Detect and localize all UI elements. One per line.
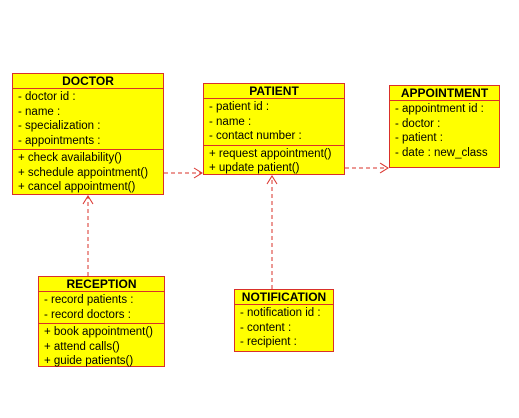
notification-attribute: - content : <box>240 321 292 334</box>
patient-methods: + request appointment() + update patient… <box>204 144 344 177</box>
notification-attribute: - recipient : <box>240 336 297 348</box>
reception-attribute: - record patients : <box>44 294 134 306</box>
reception-method: + book appointment() <box>44 326 153 338</box>
patient-attribute: - contact number : <box>209 130 302 142</box>
doctor-attribute: - specialization : <box>18 120 101 132</box>
doctor-methods: + check availability() + schedule appoin… <box>13 149 163 196</box>
reception-attribute: - record doctors : <box>44 308 131 321</box>
appointment-attribute: - doctor : <box>395 117 441 130</box>
appointment-attributes: - appointment id : - doctor : - patient … <box>390 101 499 161</box>
appointment-attribute: - patient : <box>395 132 443 144</box>
doctor-attribute: - appointments : <box>18 134 101 147</box>
reception-class-box[interactable]: RECEPTION - record patients : - record d… <box>38 276 165 367</box>
notification-attribute: - notification id : <box>240 307 321 319</box>
doctor-to-patient-arrowhead <box>193 167 203 179</box>
doctor-attributes: - doctor id : - name : - specialization … <box>13 89 163 149</box>
reception-to-doctor-arrowhead <box>82 195 94 205</box>
patient-attribute: - patient id : <box>209 101 270 113</box>
patient-class-title: PATIENT <box>204 84 344 99</box>
patient-attributes: - patient id : - name : - contact number… <box>204 99 344 145</box>
appointment-class-box[interactable]: APPOINTMENT - appointment id : - doctor … <box>389 85 500 168</box>
doctor-class-title: DOCTOR <box>13 74 163 89</box>
patient-method: + update patient() <box>209 162 300 174</box>
notification-to-patient-arrowhead <box>266 175 278 185</box>
reception-class-title: RECEPTION <box>39 277 164 292</box>
patient-class-box[interactable]: PATIENT - patient id : - name : - contac… <box>203 83 345 175</box>
notification-class-box[interactable]: NOTIFICATION - notification id : - conte… <box>234 289 334 352</box>
doctor-class-box[interactable]: DOCTOR - doctor id : - name : - speciali… <box>12 73 164 195</box>
doctor-method: + schedule appointment() <box>18 166 149 179</box>
patient-to-appointment-arrowhead <box>379 162 389 174</box>
reception-method: + guide patients() <box>44 355 134 367</box>
doctor-attribute: - doctor id : <box>18 91 76 103</box>
notification-class-title: NOTIFICATION <box>235 290 333 305</box>
doctor-method: + cancel appointment() <box>18 181 136 193</box>
reception-attributes: - record patients : - record doctors : <box>39 292 164 323</box>
appointment-attribute: - appointment id : <box>395 103 484 115</box>
patient-attribute: - name : <box>209 115 252 128</box>
appointment-attribute: - date : new_class <box>395 146 488 159</box>
appointment-class-title: APPOINTMENT <box>390 86 499 101</box>
patient-method: + request appointment() <box>209 147 332 160</box>
doctor-attribute: - name : <box>18 105 61 118</box>
notification-attributes: - notification id : - content : - recipi… <box>235 305 333 351</box>
doctor-method: + check availability() <box>18 152 122 164</box>
reception-method: + attend calls() <box>44 340 120 353</box>
reception-methods: + book appointment() + attend calls() + … <box>39 323 164 370</box>
